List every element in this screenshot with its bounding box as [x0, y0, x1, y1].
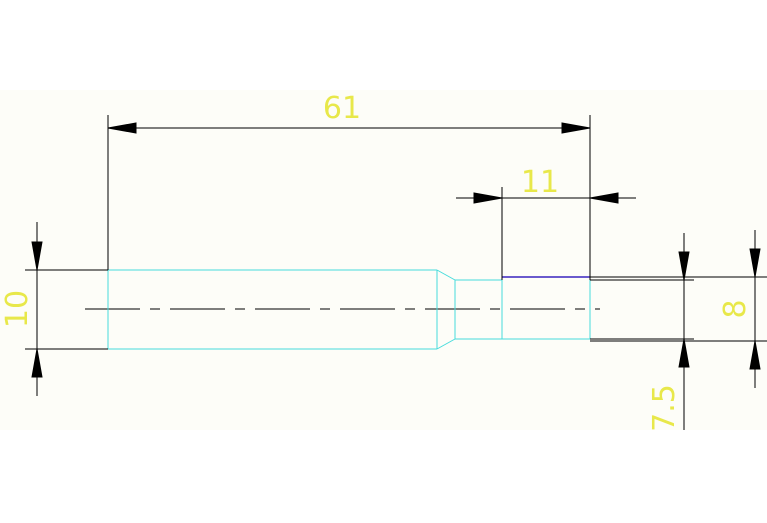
arrowhead	[561, 122, 591, 134]
arrowhead	[749, 340, 761, 370]
dimension-11	[456, 187, 636, 280]
arrowhead	[678, 338, 690, 368]
right-extension-lines	[590, 276, 767, 342]
arrowhead	[473, 192, 503, 204]
dimension-7-5	[678, 233, 690, 430]
left-extension-lines	[25, 269, 108, 350]
part-right-cylinder	[455, 277, 591, 340]
dimension-10	[31, 222, 43, 396]
part-taper	[436, 269, 456, 350]
arrowhead	[107, 122, 137, 134]
dimension-61-label: 61	[323, 91, 361, 126]
arrowhead	[31, 241, 43, 271]
drawing-canvas	[0, 90, 767, 430]
dimension-10-label: 10	[0, 290, 35, 328]
arrowhead	[589, 192, 619, 204]
dimension-8-label: 8	[718, 299, 753, 318]
dimension-11-label: 11	[521, 165, 559, 200]
arrowhead	[678, 251, 690, 281]
arrowhead	[31, 348, 43, 378]
part-left-cylinder	[107, 269, 438, 350]
dimension-8	[749, 230, 761, 388]
dimension-7-5-label: 7.5	[647, 384, 682, 432]
arrowhead	[749, 248, 761, 278]
